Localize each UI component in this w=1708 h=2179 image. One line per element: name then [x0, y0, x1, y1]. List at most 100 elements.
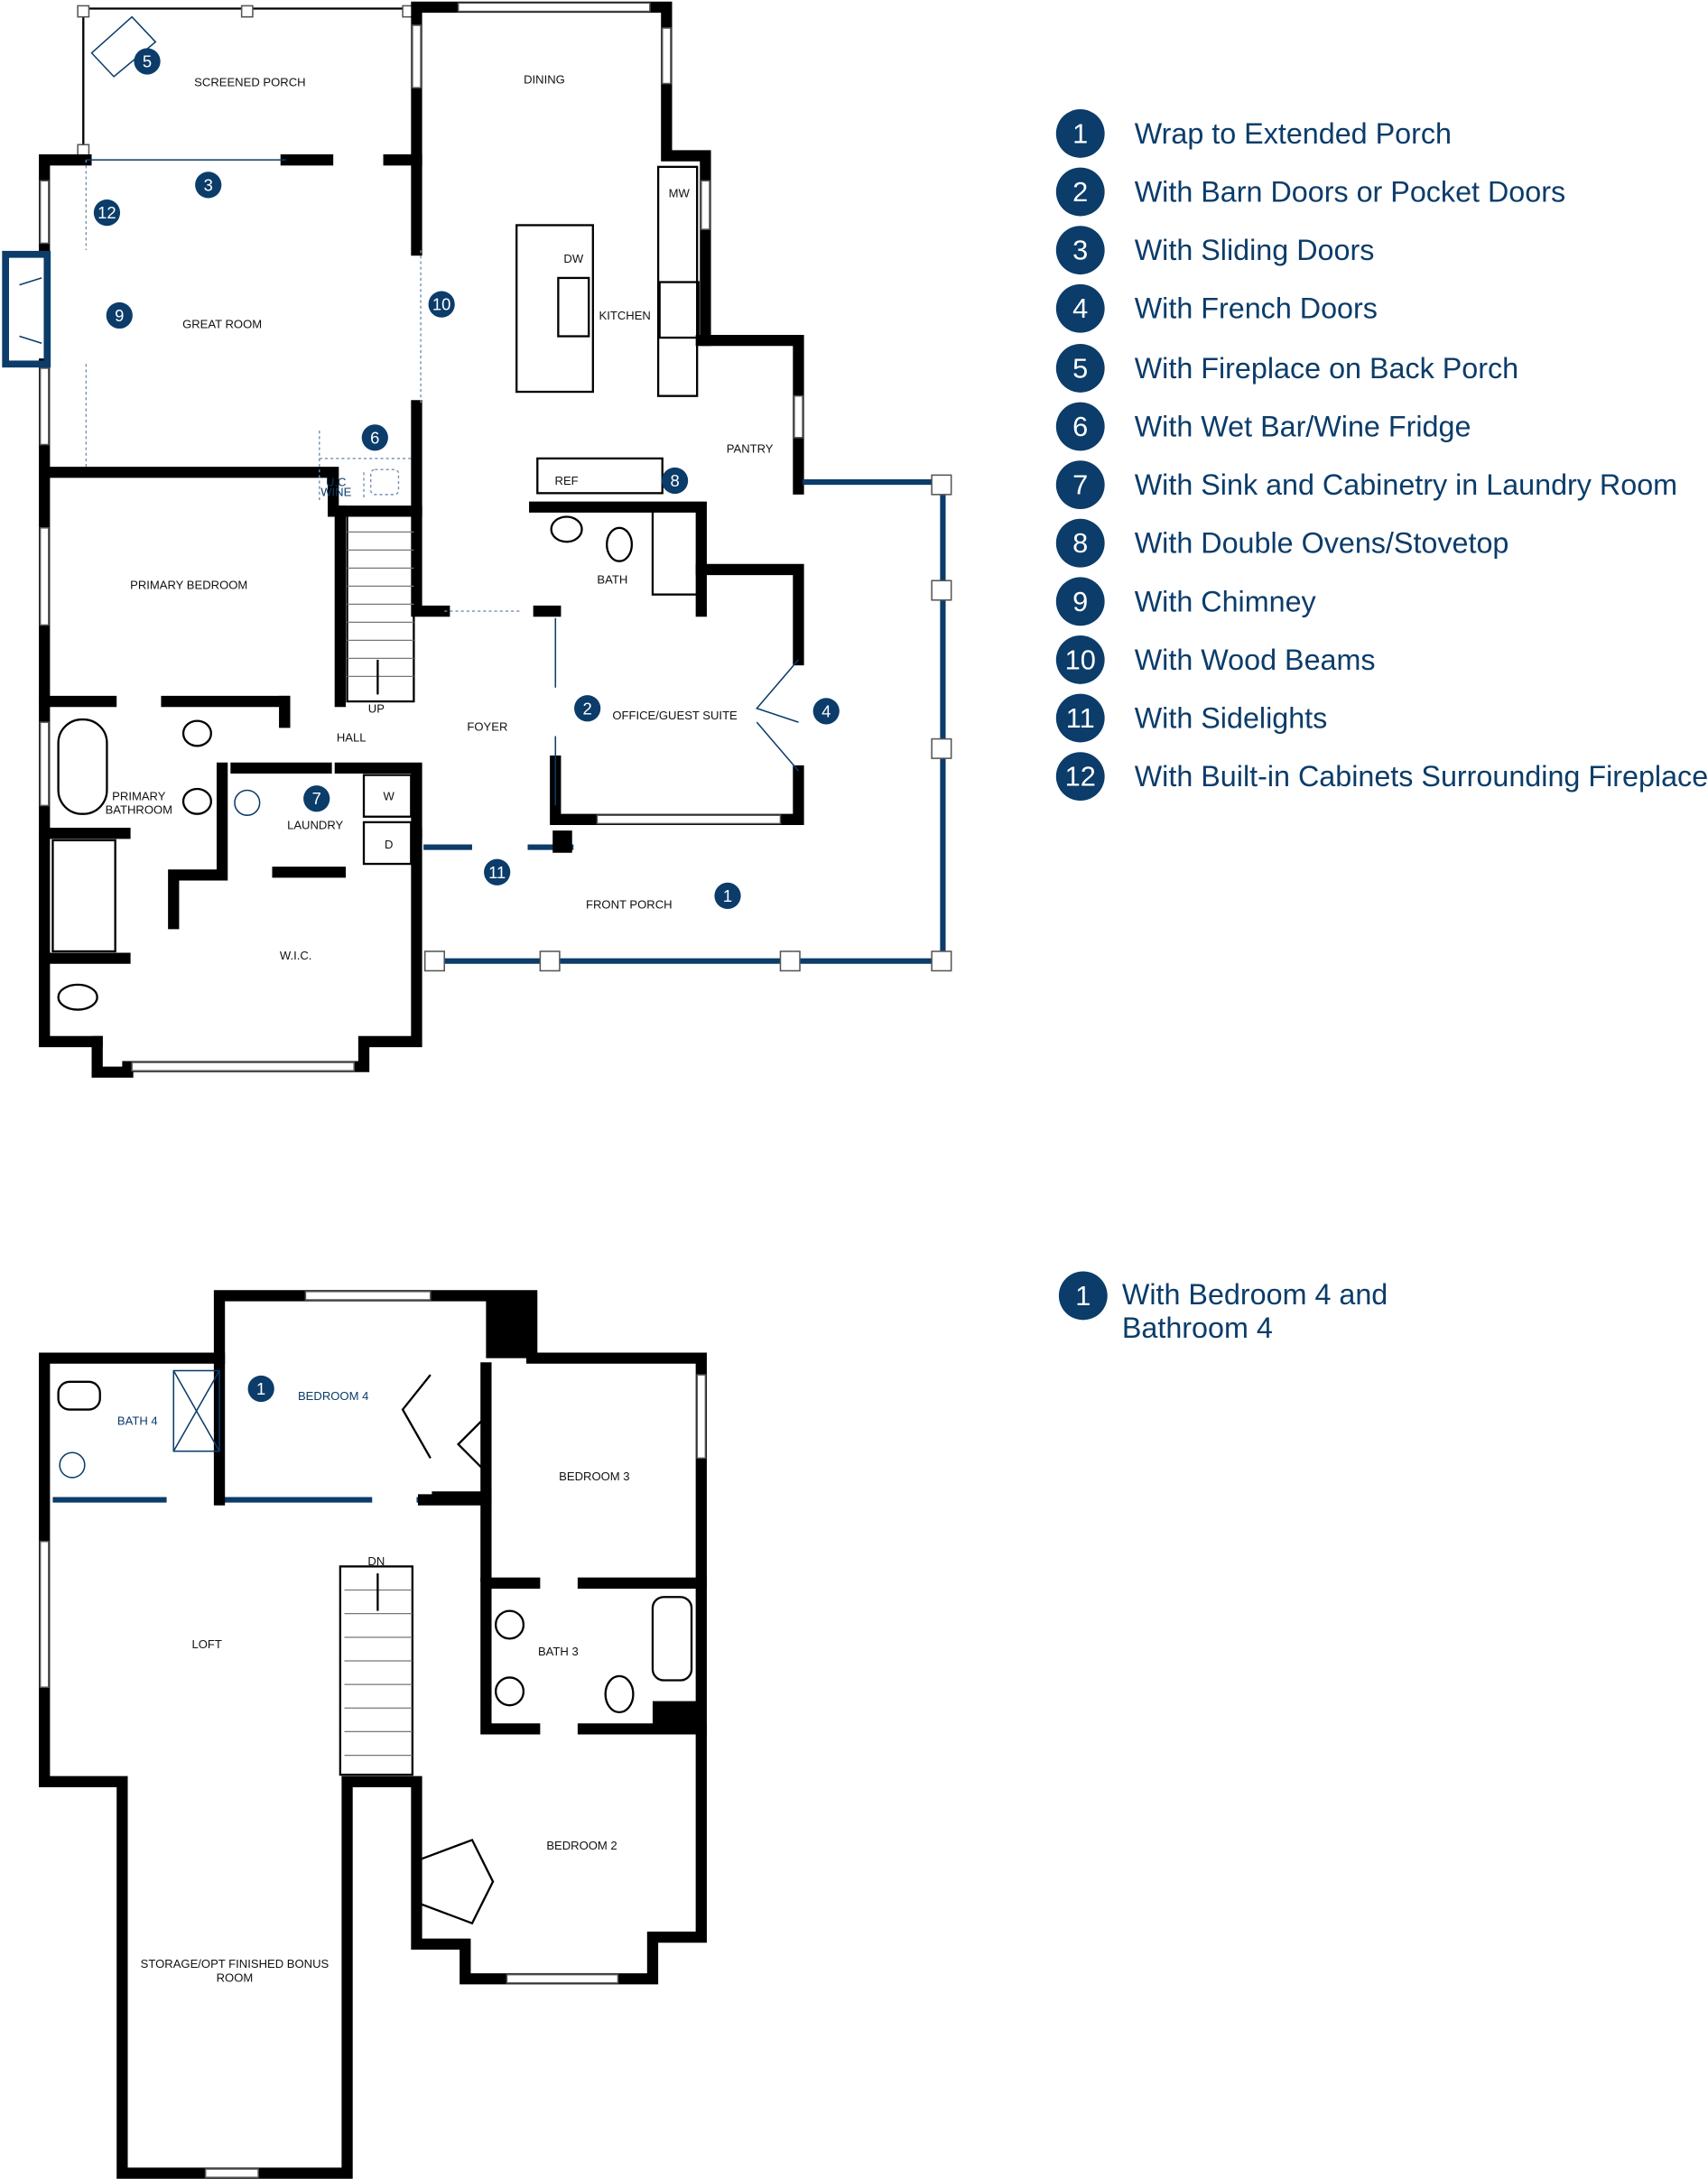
- label-refrigerator: REF: [555, 474, 579, 487]
- room-label-loft: LOFT: [191, 1637, 221, 1651]
- svg-text:12: 12: [97, 203, 116, 222]
- room-label-storage-2: ROOM: [217, 1970, 254, 1984]
- room-label-storage-1: STORAGE/OPT FINISHED BONUS: [141, 1957, 330, 1970]
- room-label-bedroom-2: BEDROOM 2: [546, 1839, 617, 1852]
- room-label-wic: W.I.C.: [280, 949, 312, 962]
- svg-text:With French Doors: With French Doors: [1135, 292, 1378, 325]
- svg-text:3: 3: [1072, 235, 1088, 266]
- option-badge-2: 2: [574, 695, 601, 722]
- svg-text:With Built-in Cabinets Surroun: With Built-in Cabinets Surrounding Firep…: [1135, 760, 1708, 793]
- svg-text:With Sliding Doors: With Sliding Doors: [1135, 234, 1375, 266]
- svg-text:1: 1: [1072, 117, 1088, 149]
- svg-text:Bathroom 4: Bathroom 4: [1122, 1312, 1273, 1344]
- room-label-foyer: FOYER: [467, 719, 507, 733]
- option-badge-11: 11: [484, 858, 511, 886]
- svg-text:1: 1: [1075, 1280, 1091, 1312]
- second-floor-plan: BEDROOM 4 BATH 4 BEDROOM 3 DN LOFT BATH …: [39, 1290, 707, 2179]
- legend-item: 3 With Sliding Doors: [1055, 226, 1375, 275]
- room-label-office-guest-suite: OFFICE/GUEST SUITE: [612, 709, 738, 722]
- svg-text:4: 4: [822, 701, 831, 720]
- legend-item: 12 With Built-in Cabinets Surrounding Fir…: [1055, 752, 1708, 802]
- svg-text:1: 1: [256, 1379, 265, 1398]
- svg-text:With Double Ovens/Stovetop: With Double Ovens/Stovetop: [1135, 527, 1509, 560]
- room-label-hall: HALL: [337, 731, 367, 745]
- room-label-pantry: PANTRY: [727, 442, 774, 456]
- option-badge-9: 9: [106, 301, 133, 329]
- legend-second-floor: 1 With Bedroom 4 and Bathroom 4: [1058, 1271, 1388, 1344]
- option-badge-8: 8: [661, 467, 689, 495]
- svg-text:1: 1: [723, 886, 732, 905]
- svg-text:With Chimney: With Chimney: [1135, 585, 1317, 617]
- option-badge-7: 7: [303, 785, 330, 812]
- svg-text:5: 5: [143, 51, 152, 70]
- svg-text:11: 11: [488, 863, 506, 882]
- legend-item: 7 With Sink and Cabinetry in Laundry Room: [1055, 460, 1677, 510]
- svg-text:Wrap to Extended Porch: Wrap to Extended Porch: [1135, 117, 1452, 150]
- label-uc-wine-1: U.C: [326, 476, 347, 489]
- room-label-primary-bathroom-2: BATHROOM: [106, 803, 173, 817]
- room-label-bath-3: BATH 3: [538, 1645, 579, 1658]
- legend-item: 6 With Wet Bar/Wine Fridge: [1055, 402, 1471, 451]
- option-badge-second-1: 1: [247, 1375, 274, 1403]
- svg-text:With Sidelights: With Sidelights: [1135, 702, 1328, 735]
- svg-text:9: 9: [1072, 586, 1088, 617]
- option-badge-1: 1: [714, 882, 741, 910]
- svg-text:9: 9: [115, 306, 124, 325]
- room-label-dining: DINING: [524, 73, 565, 87]
- room-label-bedroom-3: BEDROOM 3: [559, 1470, 629, 1483]
- svg-text:With Wet Bar/Wine Fridge: With Wet Bar/Wine Fridge: [1135, 411, 1471, 443]
- svg-text:8: 8: [1072, 527, 1088, 559]
- svg-text:2: 2: [1072, 176, 1088, 208]
- svg-text:With Barn Doors or Pocket Door: With Barn Doors or Pocket Doors: [1135, 176, 1565, 209]
- legend-item: 8 With Double Ovens/Stovetop: [1055, 518, 1509, 568]
- option-badge-10: 10: [428, 291, 455, 318]
- legend-item: 11 With Sidelights: [1055, 693, 1328, 743]
- stairs-up: [334, 505, 415, 708]
- option-badge-5: 5: [134, 48, 161, 75]
- svg-text:6: 6: [1072, 411, 1088, 442]
- svg-text:With Fireplace on Back Porch: With Fireplace on Back Porch: [1135, 352, 1518, 385]
- svg-text:11: 11: [1066, 702, 1095, 734]
- room-label-bath: BATH: [597, 572, 627, 586]
- svg-text:With Bedroom 4 and: With Bedroom 4 and: [1122, 1278, 1388, 1311]
- option-badge-4: 4: [812, 698, 840, 725]
- svg-text:12: 12: [1065, 761, 1096, 793]
- svg-text:7: 7: [1072, 469, 1088, 501]
- svg-text:3: 3: [204, 175, 213, 194]
- svg-text:10: 10: [432, 295, 451, 314]
- svg-text:4: 4: [1072, 292, 1088, 324]
- fireplace-chimney: [2, 250, 51, 368]
- legend-item: 9 With Chimney: [1055, 577, 1317, 626]
- svg-text:With Wood Beams: With Wood Beams: [1135, 644, 1376, 676]
- svg-text:7: 7: [312, 789, 321, 808]
- room-label-bath-4: BATH 4: [117, 1414, 158, 1427]
- room-label-bedroom-4: BEDROOM 4: [298, 1389, 368, 1403]
- legend-item: 4 With French Doors: [1055, 283, 1378, 333]
- legend-item: 1 Wrap to Extended Porch: [1055, 109, 1452, 158]
- label-uc-wine-2: WINE: [320, 485, 351, 498]
- label-dishwasher: DW: [563, 252, 583, 265]
- room-label-laundry: LAUNDRY: [287, 819, 343, 832]
- svg-text:5: 5: [1072, 352, 1088, 384]
- room-label-front-porch: FRONT PORCH: [586, 897, 673, 911]
- legend-item: 2 With Barn Doors or Pocket Doors: [1055, 167, 1565, 217]
- room-label-kitchen: KITCHEN: [599, 309, 651, 322]
- label-washer: W: [384, 789, 395, 802]
- option-badge-3: 3: [195, 172, 222, 199]
- room-label-primary-bedroom: PRIMARY BEDROOM: [130, 578, 247, 591]
- svg-text:8: 8: [670, 471, 679, 490]
- first-floor-plan: SCREENED PORCH DINING GREAT ROOM KITCHEN…: [2, 1, 952, 1078]
- option-badge-12: 12: [93, 199, 121, 227]
- porch-fireplace-outline: [90, 15, 157, 78]
- room-label-screened-porch: SCREENED PORCH: [194, 76, 305, 89]
- legend-first-floor: 1 Wrap to Extended Porch 2 With Barn Doors…: [1055, 109, 1708, 802]
- label-stairs-down: DN: [367, 1554, 385, 1568]
- room-label-primary-bathroom-1: PRIMARY: [112, 789, 166, 802]
- svg-text:6: 6: [370, 428, 379, 447]
- stairs-down: [339, 1565, 414, 1776]
- label-microwave: MW: [669, 187, 691, 200]
- svg-text:With Sink and Cabinetry in Lau: With Sink and Cabinetry in Laundry Room: [1135, 468, 1677, 501]
- room-label-great-room: GREAT ROOM: [182, 317, 262, 330]
